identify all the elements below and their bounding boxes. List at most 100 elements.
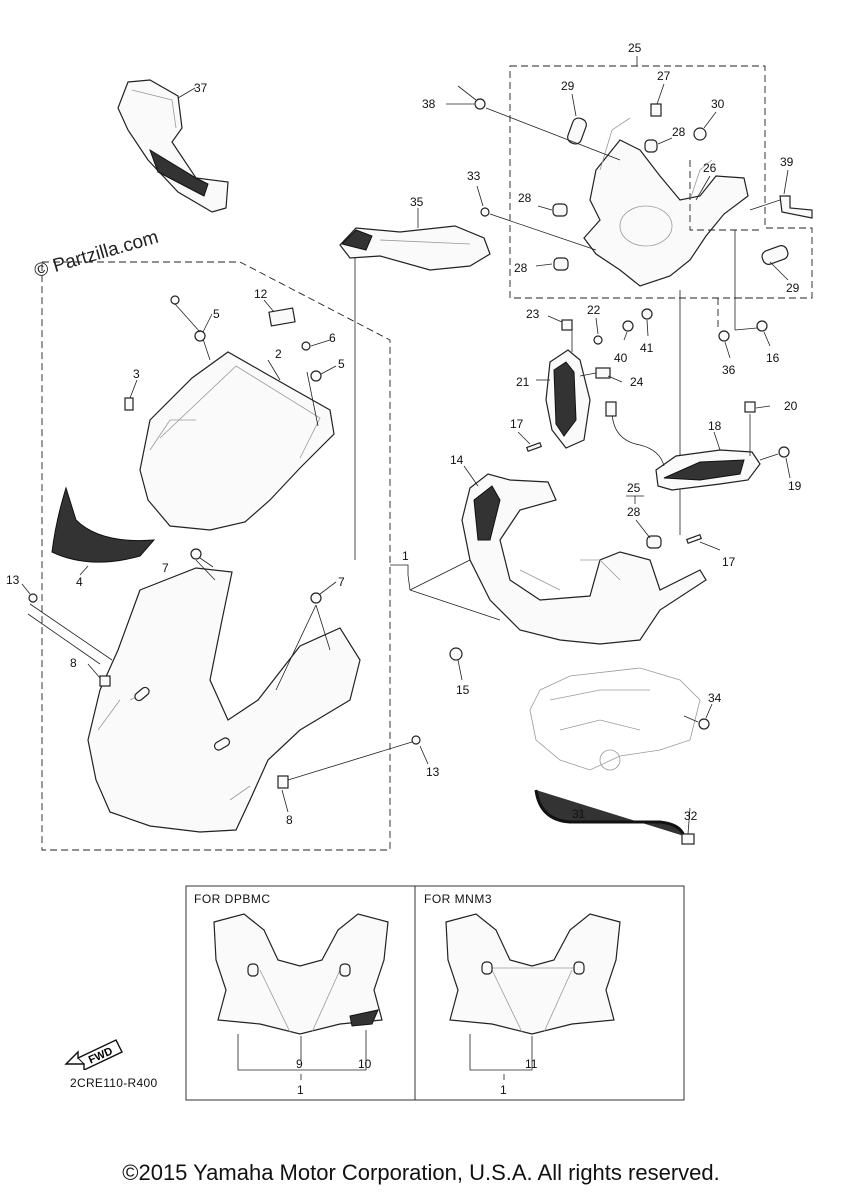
front-cowling-part[interactable]: [87, 567, 361, 833]
callout-23: 23: [526, 307, 540, 321]
washer-41[interactable]: [641, 308, 653, 320]
windshield-part[interactable]: [139, 351, 335, 531]
callout-25-top: 25: [628, 41, 642, 55]
callout-3: 3: [133, 367, 140, 381]
grommet-7-right[interactable]: [310, 592, 322, 604]
grommet-28-c[interactable]: [553, 257, 569, 271]
clip-3[interactable]: [124, 397, 134, 411]
callout-22: 22: [587, 303, 601, 317]
nut-27[interactable]: [650, 103, 662, 117]
callout-14: 14: [450, 453, 464, 467]
callout-29-top: 29: [561, 79, 575, 93]
clip-24[interactable]: [595, 367, 611, 379]
inner-panel-part[interactable]: [51, 486, 156, 563]
callout-36: 36: [722, 363, 736, 377]
variant-dpbmc-title: FOR DPBMC: [194, 892, 271, 906]
bolt-38[interactable]: [474, 98, 486, 110]
pin-17-right[interactable]: [685, 533, 703, 545]
callout-24: 24: [630, 375, 644, 389]
callout-7-right: 7: [338, 575, 345, 589]
screw-22[interactable]: [593, 335, 603, 345]
callout-20: 20: [784, 399, 798, 413]
screw-19[interactable]: [778, 446, 790, 458]
callout-8-right: 8: [286, 813, 293, 827]
callout-18: 18: [708, 419, 722, 433]
screw-13-left[interactable]: [28, 593, 38, 603]
callout-28-c: 28: [514, 261, 528, 275]
plug-32[interactable]: [681, 833, 695, 845]
nut-8-left[interactable]: [99, 675, 111, 687]
callout-34: 34: [708, 691, 722, 705]
mirror-part[interactable]: [117, 79, 229, 213]
duct-21-part[interactable]: [545, 349, 591, 449]
collar-36[interactable]: [718, 330, 730, 342]
screw-34[interactable]: [698, 718, 710, 730]
plate-29-top[interactable]: [566, 116, 588, 145]
grommet-28-b[interactable]: [552, 203, 568, 217]
pin-17-left[interactable]: [525, 441, 543, 453]
callout-5-right: 5: [338, 357, 345, 371]
connector-plug[interactable]: [605, 401, 617, 417]
grommet-28-d[interactable]: [646, 535, 662, 549]
screw-5-right[interactable]: [310, 370, 322, 382]
callout-15: 15: [456, 683, 470, 697]
variant-dpbmc-callout-10: 10: [358, 1057, 372, 1071]
nut-20[interactable]: [744, 401, 756, 413]
stay-bracket-part[interactable]: [583, 117, 749, 287]
variant-dpbmc-callout-1: 1: [297, 1083, 304, 1097]
fwd-arrow: FWD: [64, 1030, 124, 1075]
bolt-33[interactable]: [480, 207, 490, 217]
clamp-39[interactable]: [779, 195, 813, 219]
bracket-assembly-group-outline: [509, 65, 813, 299]
sticker-part[interactable]: [268, 307, 296, 327]
callout-7-left: 7: [162, 561, 169, 575]
callout-33: 33: [467, 169, 481, 183]
variant-mnm3-cowling[interactable]: [445, 913, 621, 1035]
cable-31-part[interactable]: [534, 789, 686, 837]
screw-13-right[interactable]: [411, 735, 421, 745]
grommet-6[interactable]: [301, 341, 311, 351]
inner-cowl-14-part[interactable]: [461, 473, 707, 645]
callout-29-right: 29: [786, 281, 800, 295]
grommet-7-left[interactable]: [190, 548, 202, 560]
grommet-15[interactable]: [449, 647, 463, 661]
nut-23[interactable]: [561, 319, 573, 331]
callout-8-left: 8: [70, 656, 77, 670]
bolt-40[interactable]: [622, 320, 634, 332]
callout-17-right: 17: [722, 555, 736, 569]
callout-12: 12: [254, 287, 268, 301]
callout-4: 4: [76, 575, 83, 589]
variant-dpbmc-cowling[interactable]: [213, 913, 389, 1035]
collar-30[interactable]: [693, 127, 707, 141]
callout-1: 1: [402, 549, 409, 563]
bolt-top[interactable]: [170, 295, 180, 305]
callout-38: 38: [422, 97, 436, 111]
callout-19: 19: [788, 479, 802, 493]
callout-26: 26: [703, 161, 717, 175]
callout-41: 41: [640, 341, 654, 355]
nut-8-right[interactable]: [277, 775, 289, 789]
callout-28-a: 28: [672, 125, 686, 139]
plate-29-right[interactable]: [760, 244, 789, 266]
callout-13-left: 13: [6, 573, 20, 587]
variants-box: [185, 885, 685, 1101]
callout-5-upper: 5: [213, 307, 220, 321]
callout-31: 31: [572, 807, 586, 821]
side-cover-part[interactable]: [339, 225, 491, 271]
callout-25-mid: 25: [627, 481, 641, 495]
callout-21: 21: [516, 375, 530, 389]
callout-40: 40: [614, 351, 628, 365]
callout-32: 32: [684, 809, 698, 823]
copyright-notice: ©2015 Yamaha Motor Corporation, U.S.A. A…: [122, 1160, 720, 1185]
callout-17-left: 17: [510, 417, 524, 431]
duct-18-part[interactable]: [655, 449, 761, 491]
variant-mnm3-callout-1: 1: [500, 1083, 507, 1097]
callout-35: 35: [410, 195, 424, 209]
screw-5-upper[interactable]: [194, 330, 206, 342]
variant-dpbmc-callout-9: 9: [296, 1057, 303, 1071]
grommet-28-a[interactable]: [644, 139, 658, 153]
fwd-arrow-icon: FWD: [64, 1039, 123, 1072]
bolt-16[interactable]: [756, 320, 768, 332]
headlight-unit-reference: [529, 667, 701, 771]
